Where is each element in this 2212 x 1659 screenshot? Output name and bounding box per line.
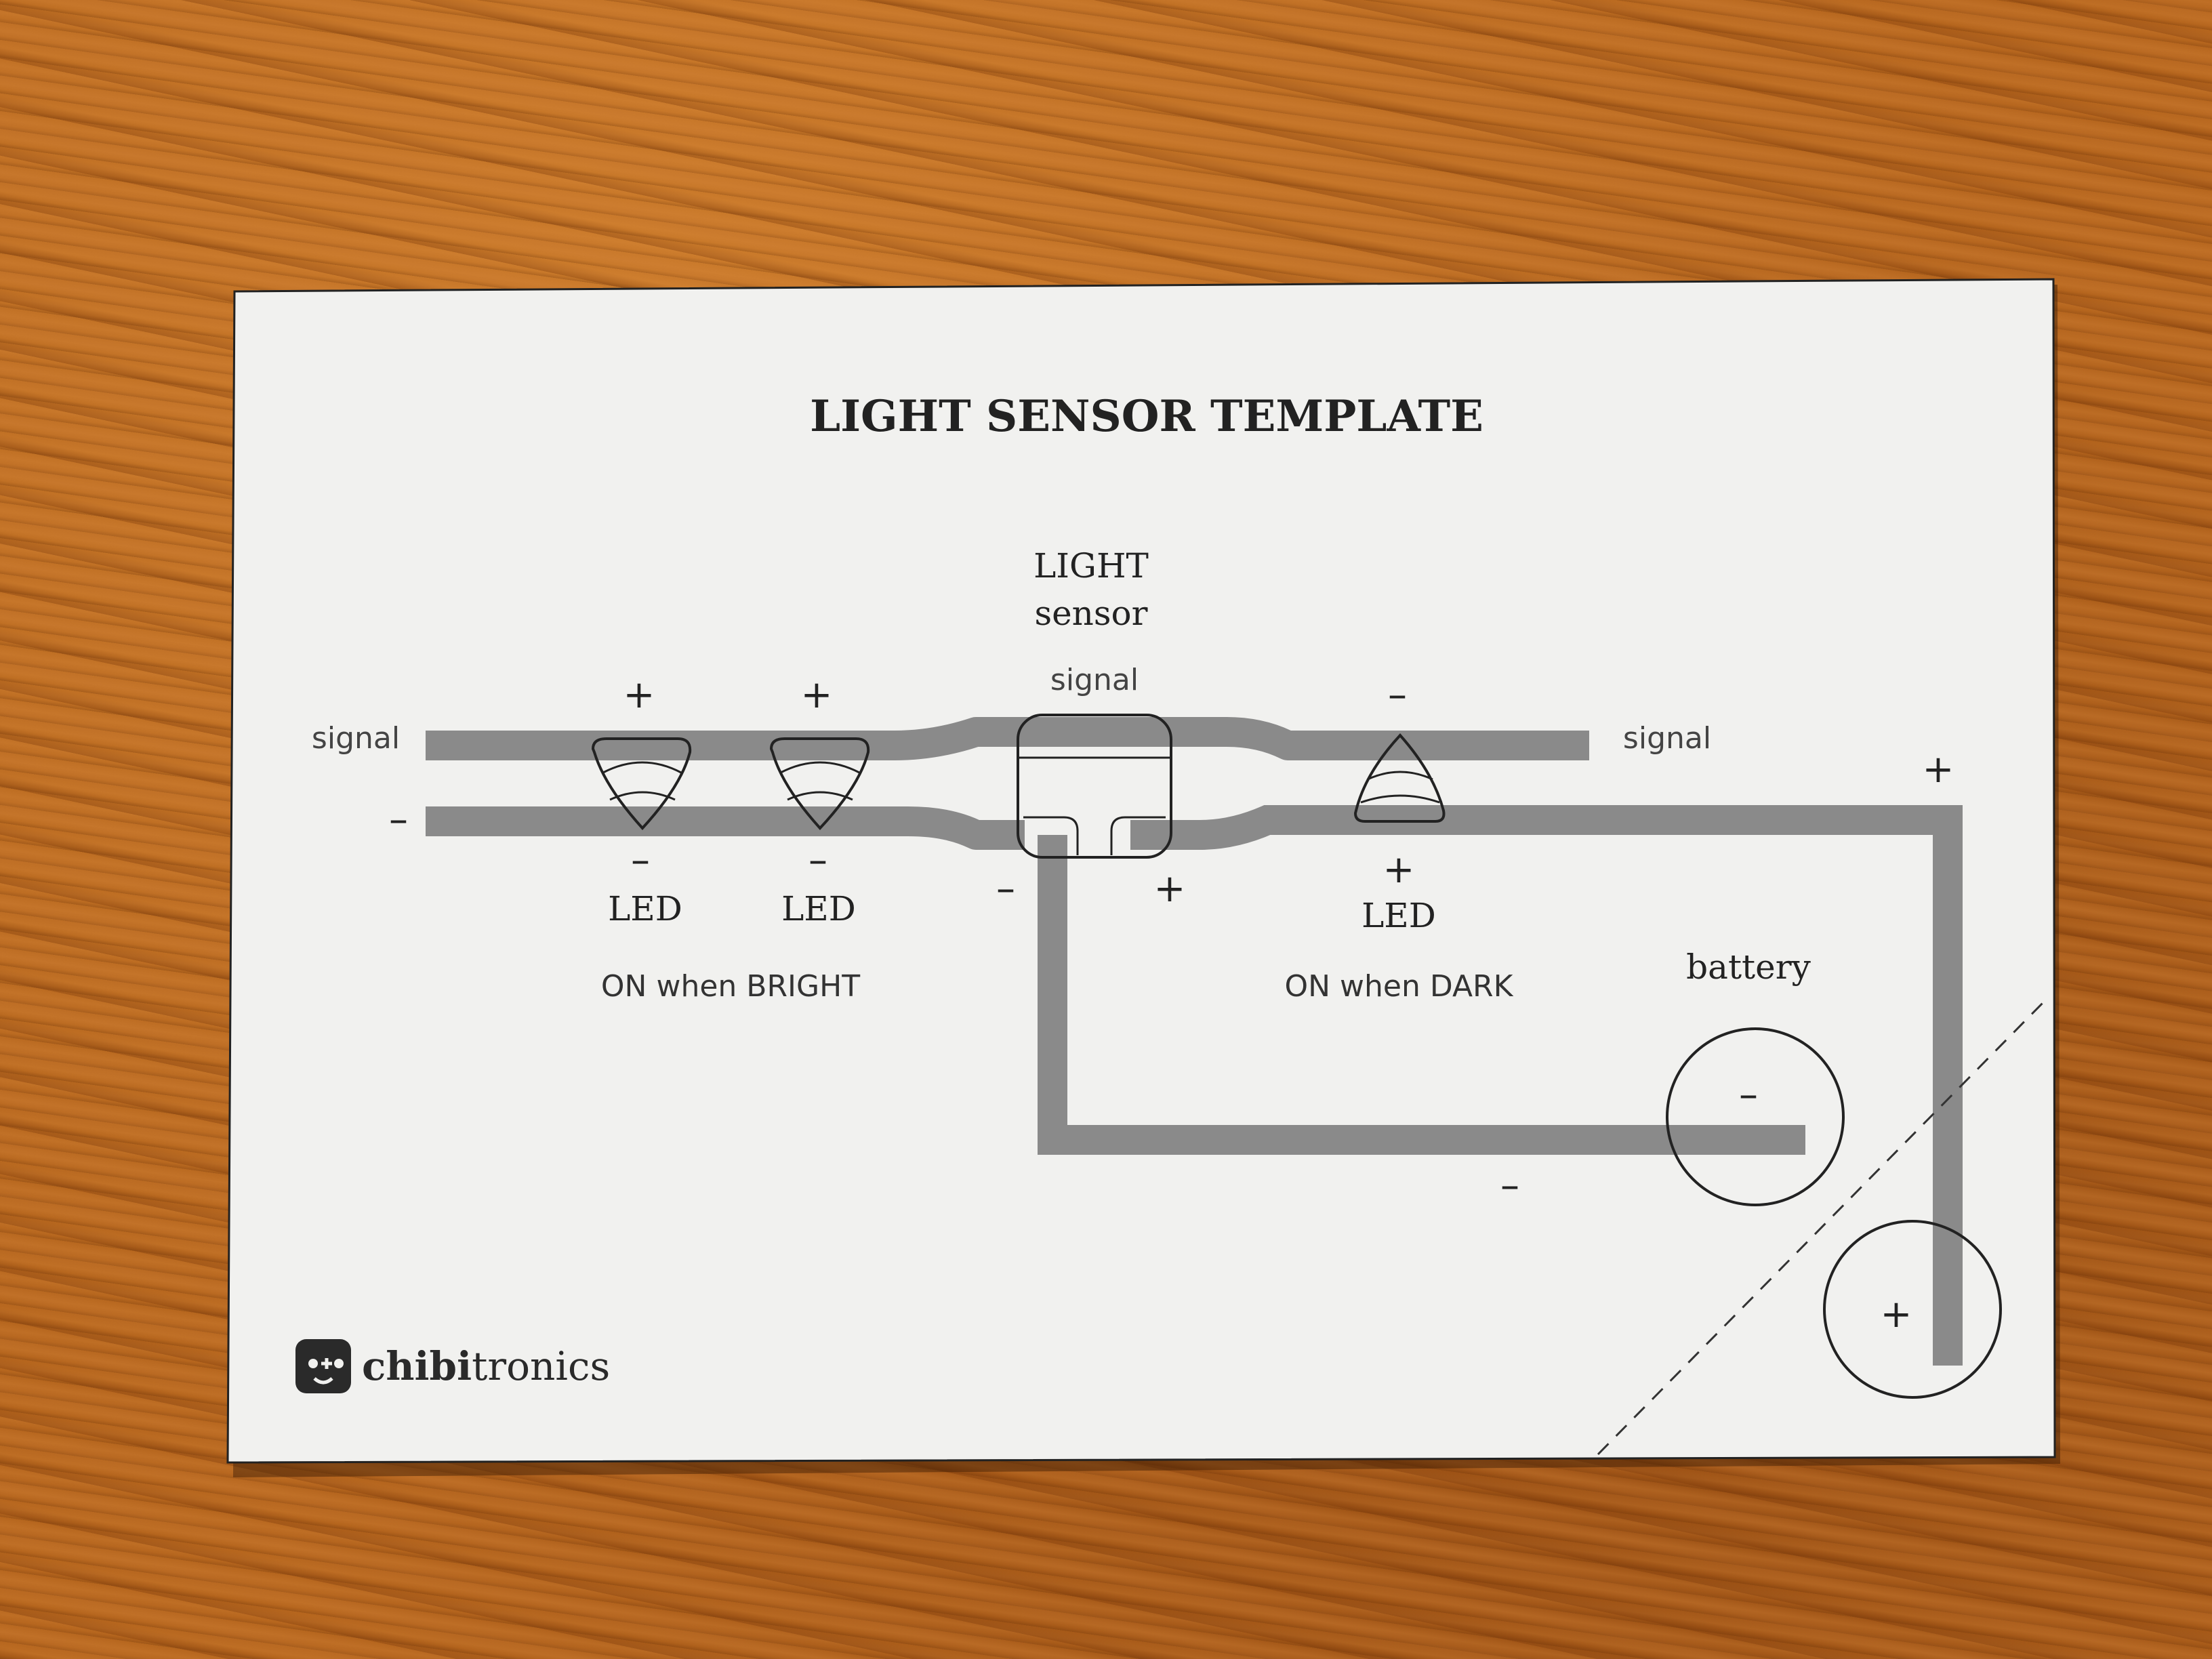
battery-minus-circle bbox=[1666, 1027, 1845, 1206]
battery-label: battery bbox=[1686, 947, 1811, 987]
left-minus-label: – bbox=[389, 798, 408, 842]
led-3-label: LED bbox=[1361, 896, 1436, 935]
led-2-bottom-sign: – bbox=[808, 838, 827, 882]
light-sensor-footprint bbox=[1017, 714, 1172, 859]
led-shape-2 bbox=[769, 737, 870, 830]
ground-trace-left bbox=[426, 806, 1025, 850]
led-3-top-sign: – bbox=[1388, 673, 1407, 717]
battery-plus-sign: + bbox=[1881, 1292, 1912, 1336]
light-sensor-label-line1: LIGHT bbox=[1033, 546, 1149, 586]
led-shape-3 bbox=[1353, 733, 1446, 823]
right-plus-label: + bbox=[1923, 747, 1954, 792]
brand-name-bold: chibi bbox=[362, 1343, 472, 1389]
battery-trace-minus: – bbox=[1500, 1164, 1519, 1208]
led-2-top-sign: + bbox=[801, 673, 833, 717]
fold-line bbox=[1597, 996, 2049, 1456]
light-sensor-label-line2: sensor bbox=[1034, 594, 1147, 633]
paper-sheet bbox=[226, 278, 2056, 1464]
on-when-bright-label: ON when BRIGHT bbox=[601, 969, 860, 1004]
sensor-signal-label: signal bbox=[1050, 663, 1139, 697]
led-2-label: LED bbox=[781, 889, 856, 928]
sensor-minus-label: – bbox=[996, 867, 1015, 911]
battery-plus-circle bbox=[1823, 1220, 2002, 1399]
led-1-top-sign: + bbox=[623, 673, 655, 717]
brand-name: chibitronics bbox=[362, 1343, 610, 1389]
circuit-template bbox=[426, 714, 2049, 1456]
battery-minus-sign: – bbox=[1739, 1073, 1758, 1117]
led-1-bottom-sign: – bbox=[631, 838, 650, 882]
led-3-bottom-sign: + bbox=[1383, 848, 1415, 892]
chibitronics-logo-icon bbox=[295, 1339, 351, 1393]
led-1-label: LED bbox=[608, 889, 682, 928]
light-sensor-pad-right bbox=[1110, 816, 1166, 855]
light-sensor-outline bbox=[1017, 714, 1172, 859]
page-title: LIGHT SENSOR TEMPLATE bbox=[810, 391, 1483, 442]
ground-trace-down bbox=[1038, 835, 1805, 1155]
light-sensor-pad-left bbox=[1023, 816, 1079, 855]
on-when-dark-label: ON when DARK bbox=[1285, 969, 1514, 1004]
right-signal-label: signal bbox=[1623, 721, 1711, 756]
signal-trace bbox=[426, 717, 1589, 760]
power-trace bbox=[1130, 805, 1963, 1366]
led-shape-1 bbox=[591, 737, 692, 830]
left-signal-label: signal bbox=[312, 721, 400, 756]
sensor-plus-label: + bbox=[1154, 867, 1186, 911]
brand-name-regular: tronics bbox=[472, 1343, 610, 1389]
